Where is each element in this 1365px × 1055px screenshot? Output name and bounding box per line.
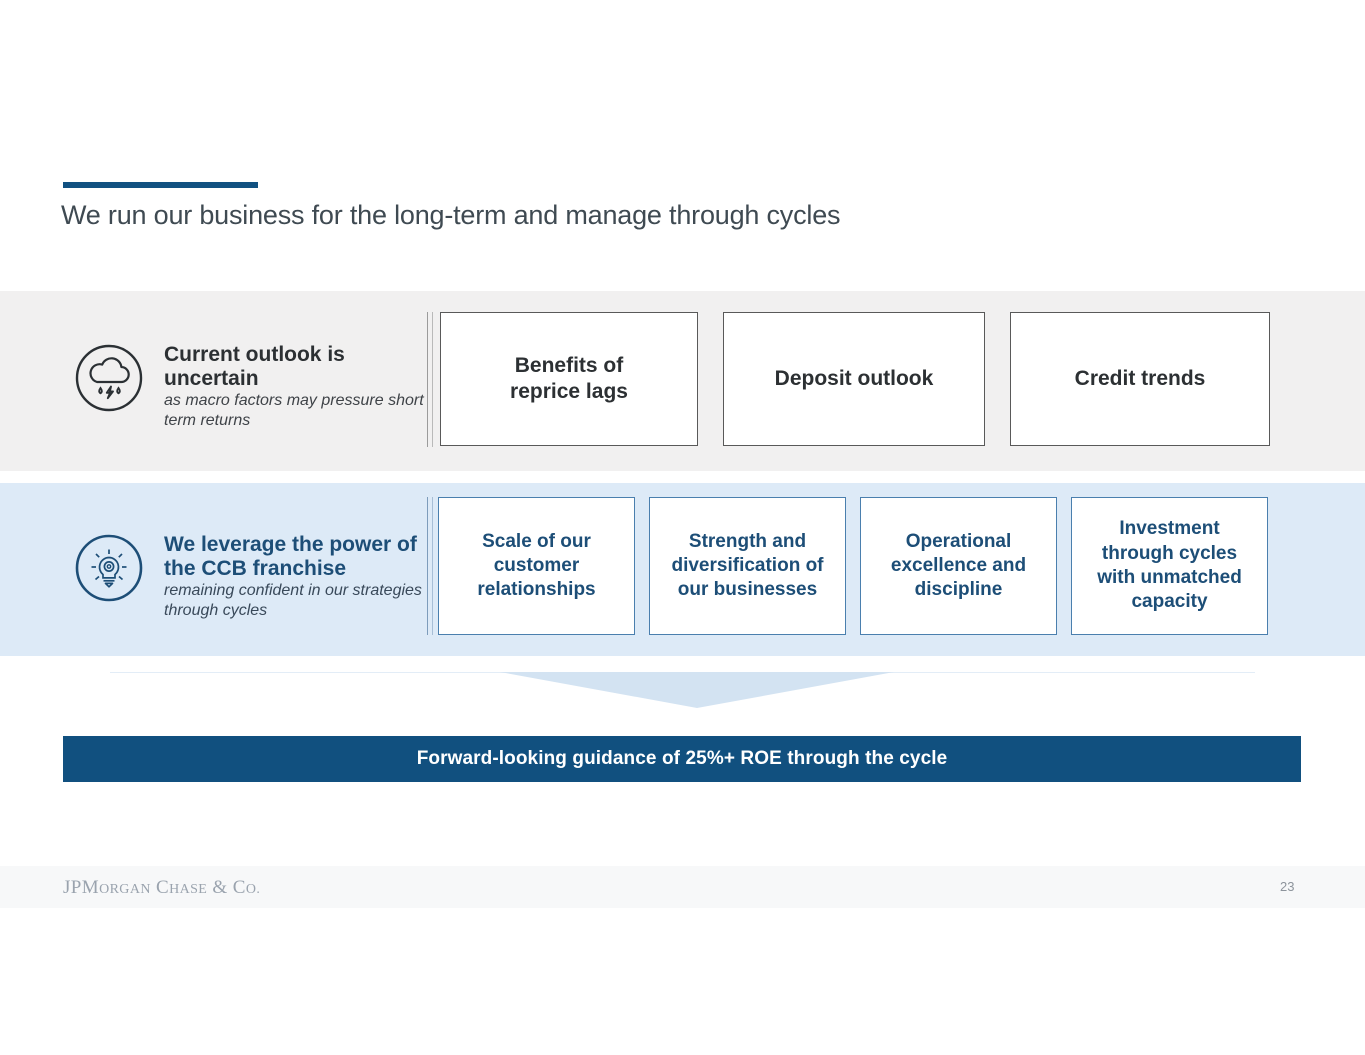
lightbulb-gear-icon [74,533,144,603]
row-subtext-ccb-franchise: remaining confident in our strategies th… [164,582,422,619]
storm-cloud-icon [74,343,144,413]
outlook-box-deposit-outlook[interactable]: Deposit outlook [723,312,985,446]
row-label-current-outlook: Current outlook is uncertain as macro fa… [74,343,430,430]
row-label-ccb-franchise: We leverage the power of the CCB franchi… [74,533,430,620]
guidance-banner-text: Forward-looking guidance of 25%+ ROE thr… [416,748,948,769]
footer-bar [0,866,1365,908]
funnel-arrow-icon [500,672,894,708]
box-label: Credit trends [1074,366,1206,390]
row-heading-current-outlook: Current outlook is uncertain [164,343,345,390]
row-heading-ccb-franchise: We leverage the power of the CCB franchi… [164,533,417,580]
box-label: Deposit outlook [774,366,934,390]
row-subtext-current-outlook: as macro factors may pressure short term… [164,392,424,429]
row2-divider-line-2 [432,497,433,635]
guidance-banner: Forward-looking guidance of 25%+ ROE thr… [63,736,1301,782]
page-title: We run our business for the long-term an… [61,200,841,230]
jpmorgan-chase-logo: JPMORGAN CHASE & CO. [63,877,261,898]
row-label-text-ccb-franchise: We leverage the power of the CCB franchi… [164,533,430,620]
row-label-text-current-outlook: Current outlook is uncertain as macro fa… [164,343,430,430]
title-accent-bar [63,182,258,188]
row-divider-line-1 [427,312,428,447]
page-number: 23 [1280,879,1295,894]
row-divider-line-2 [432,312,433,447]
outlook-box-credit-trends[interactable]: Credit trends [1010,312,1270,446]
row2-divider-line-1 [427,497,428,635]
